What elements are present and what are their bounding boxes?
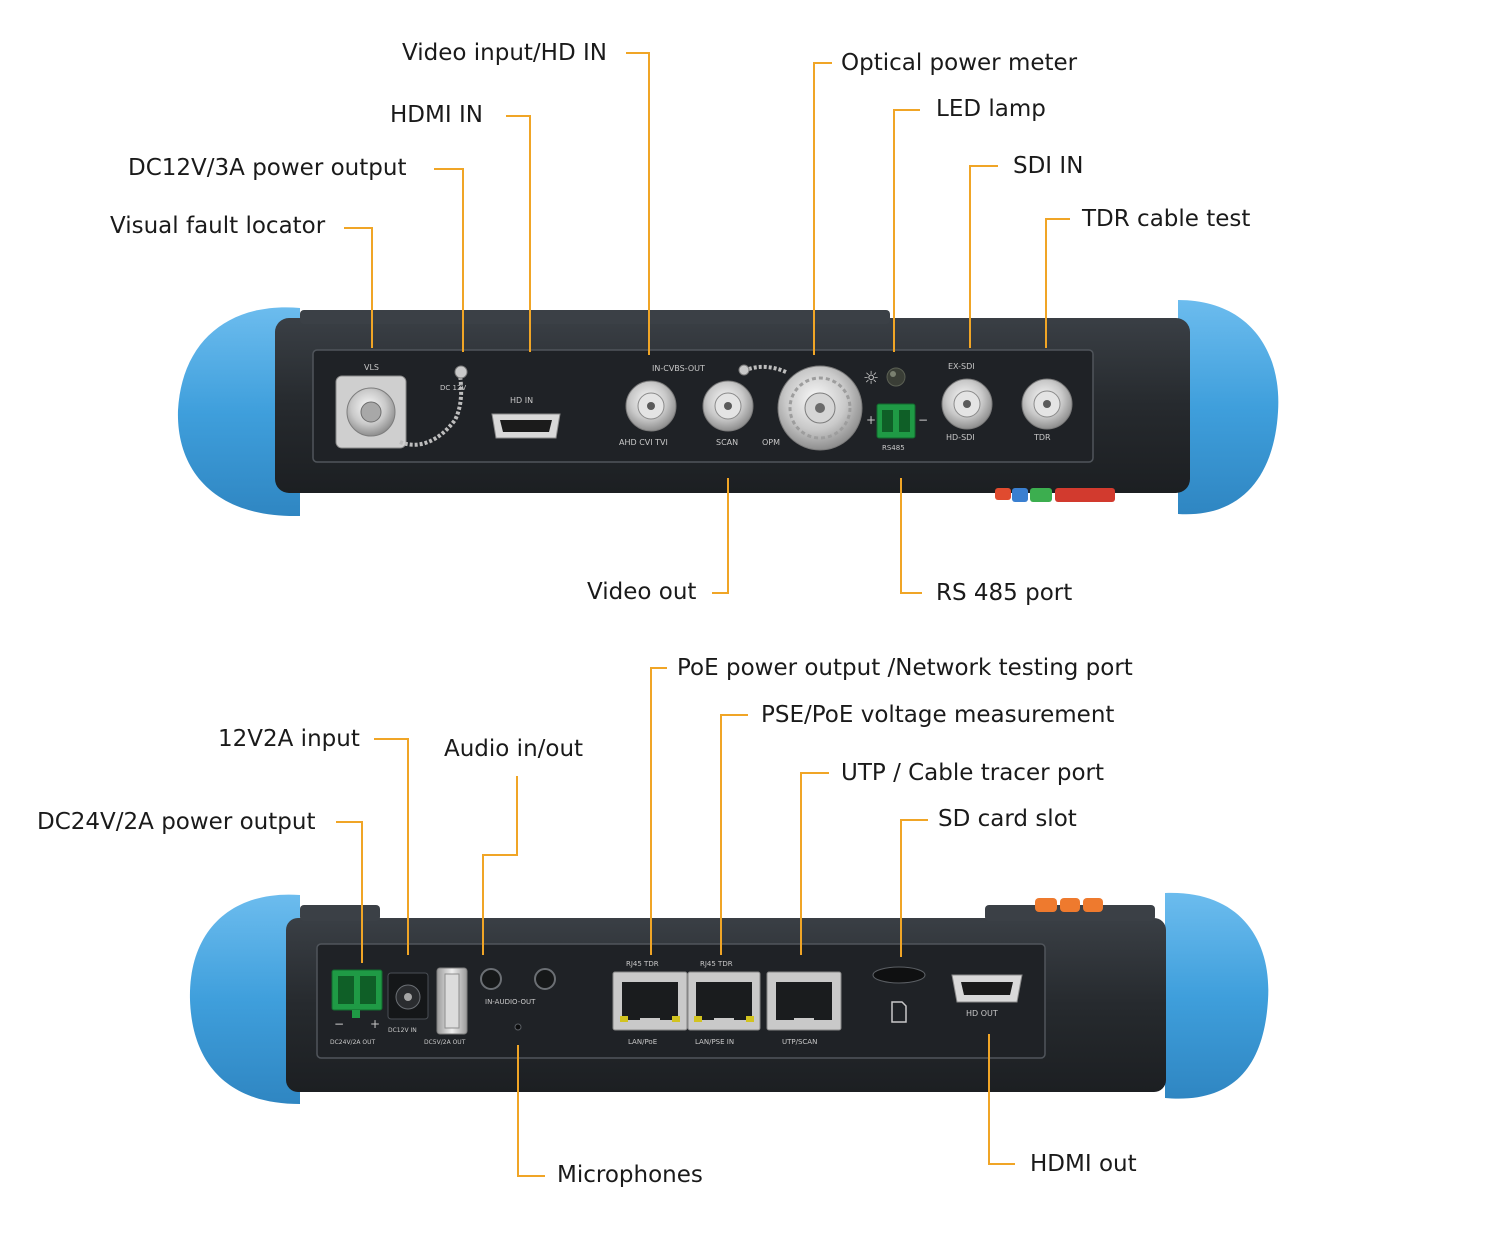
poe-lan-port[interactable] <box>612 971 688 1031</box>
callout-video-input-hd-in: Video input/HD IN <box>402 40 607 66</box>
utp-scan-port[interactable] <box>766 971 842 1031</box>
callout-hdmi-out: HDMI out <box>1030 1151 1137 1177</box>
leader-sd <box>900 819 928 957</box>
minus-label: − <box>334 1017 344 1031</box>
leader-mic <box>517 1045 545 1177</box>
opm-label: OPM <box>762 438 780 447</box>
rs485-terminal[interactable]: + − <box>866 403 928 439</box>
vls-label: VLS <box>364 363 379 372</box>
scan-label: SCAN <box>716 438 738 447</box>
optical-power-meter-port[interactable] <box>738 364 863 451</box>
leader-poe <box>650 667 667 955</box>
callout-rs485-port: RS 485 port <box>936 580 1073 606</box>
audio-in-jack[interactable] <box>480 968 502 990</box>
plus-label: + <box>370 1017 380 1031</box>
hd-out-label: HD OUT <box>966 1009 998 1018</box>
callout-audio-in-out: Audio in/out <box>444 736 584 762</box>
leader-12v2a-input <box>374 738 409 955</box>
ex-sdi-label: EX-SDI <box>948 362 975 371</box>
ahd-label: AHD CVI TVI <box>619 438 668 447</box>
leader-pse <box>720 714 748 955</box>
left-bumper-top <box>177 307 300 517</box>
leader-dc12v <box>434 168 464 352</box>
leader-video-out <box>712 478 729 594</box>
left-bumper-bottom <box>189 894 300 1104</box>
callout-tdr-cable-test: TDR cable test <box>1082 206 1251 232</box>
callout-sdi-in: SDI IN <box>1013 153 1084 179</box>
video-out-bnc[interactable] <box>702 380 754 432</box>
leader-hdmi-out <box>988 1034 1015 1165</box>
usb-port[interactable] <box>436 967 468 1035</box>
leader-dc24v <box>336 821 363 963</box>
callout-optical-power-meter: Optical power meter <box>841 50 1078 76</box>
lan-poe-label: LAN/PoE <box>628 1038 657 1046</box>
leader-led <box>893 109 920 352</box>
leader-video-input <box>626 52 650 355</box>
audio-label: IN-AUDIO-OUT <box>485 998 536 1006</box>
pse-lan-port[interactable] <box>687 971 761 1031</box>
callout-dc12v-output: DC12V/3A power output <box>128 155 407 181</box>
vfl-port[interactable] <box>335 365 468 449</box>
callout-led-lamp: LED lamp <box>936 96 1046 122</box>
leader-rs485 <box>900 478 922 594</box>
dc5v-out-label: DC5V/2A OUT <box>424 1039 466 1046</box>
callout-microphones: Microphones <box>557 1162 703 1188</box>
svg-text:☼: ☼ <box>863 368 879 389</box>
tdr-bnc[interactable] <box>1021 378 1073 430</box>
dc12-fragment-label: DC 12V <box>440 384 466 392</box>
right-bumper-top <box>1178 300 1279 515</box>
rj45-tdr-label-1: RJ45 TDR <box>626 960 659 968</box>
hdmi-in-port[interactable] <box>491 413 561 439</box>
leader-utp <box>800 772 829 955</box>
callout-dc24v-output: DC24V/2A power output <box>37 809 316 835</box>
rj45-tdr-label-2: RJ45 TDR <box>700 960 733 968</box>
callout-hdmi-in: HDMI IN <box>390 102 483 128</box>
audio-out-jack[interactable] <box>534 968 556 990</box>
callout-12v2a-input: 12V2A input <box>218 726 360 752</box>
lan-pse-in-label: LAN/PSE IN <box>695 1038 734 1046</box>
dc24v-output-terminal[interactable] <box>331 969 383 1018</box>
leader-opm <box>813 62 832 355</box>
top-device: VLS DC 12V HD IN IN-CVBS-OUT AHD CVI TVI… <box>177 300 1279 517</box>
utp-scan-label: UTP/SCAN <box>782 1038 817 1046</box>
microphone-hole <box>514 1023 522 1031</box>
dc24-out-label: DC24V/2A OUT <box>330 1039 376 1046</box>
svg-text:−: − <box>918 413 928 427</box>
callout-visual-fault-locator: Visual fault locator <box>110 213 326 239</box>
hdmi-out-port[interactable] <box>951 974 1023 1003</box>
svg-text:+: + <box>866 413 876 427</box>
led-lamp: ☼ <box>863 367 906 389</box>
dc12v-input-jack[interactable] <box>387 972 429 1020</box>
leader-hdmi-in <box>506 115 531 352</box>
rs485-label: RS485 <box>882 444 905 452</box>
callout-poe-network-port: PoE power output /Network testing port <box>677 655 1133 681</box>
callout-pse-poe-voltage: PSE/PoE voltage measurement <box>761 702 1115 728</box>
video-in-bnc[interactable] <box>625 380 677 432</box>
hd-sdi-label: HD-SDI <box>946 433 975 442</box>
sd-card-icon <box>891 1001 907 1023</box>
leader-audio <box>482 776 518 955</box>
leader-lines <box>336 52 1070 1177</box>
hd-in-label: HD IN <box>510 396 533 405</box>
bottom-device: − + DC24V/2A OUT DC12V IN DC5V/2A OUT IN… <box>189 892 1269 1104</box>
callout-sd-card-slot: SD card slot <box>938 806 1077 832</box>
leader-vfl <box>344 227 373 348</box>
sd-card-slot[interactable] <box>872 966 926 984</box>
callout-video-out: Video out <box>587 579 697 605</box>
dc12v-in-label: DC12V IN <box>388 1027 417 1034</box>
callout-utp-cable-tracer: UTP / Cable tracer port <box>841 760 1105 786</box>
leader-tdr <box>1045 218 1070 348</box>
cvbs-header-label: IN-CVBS-OUT <box>652 364 705 373</box>
right-bumper-bottom <box>1165 892 1269 1099</box>
tdr-label: TDR <box>1033 433 1051 442</box>
leader-sdi <box>969 165 998 348</box>
sdi-in-bnc[interactable] <box>941 378 993 430</box>
